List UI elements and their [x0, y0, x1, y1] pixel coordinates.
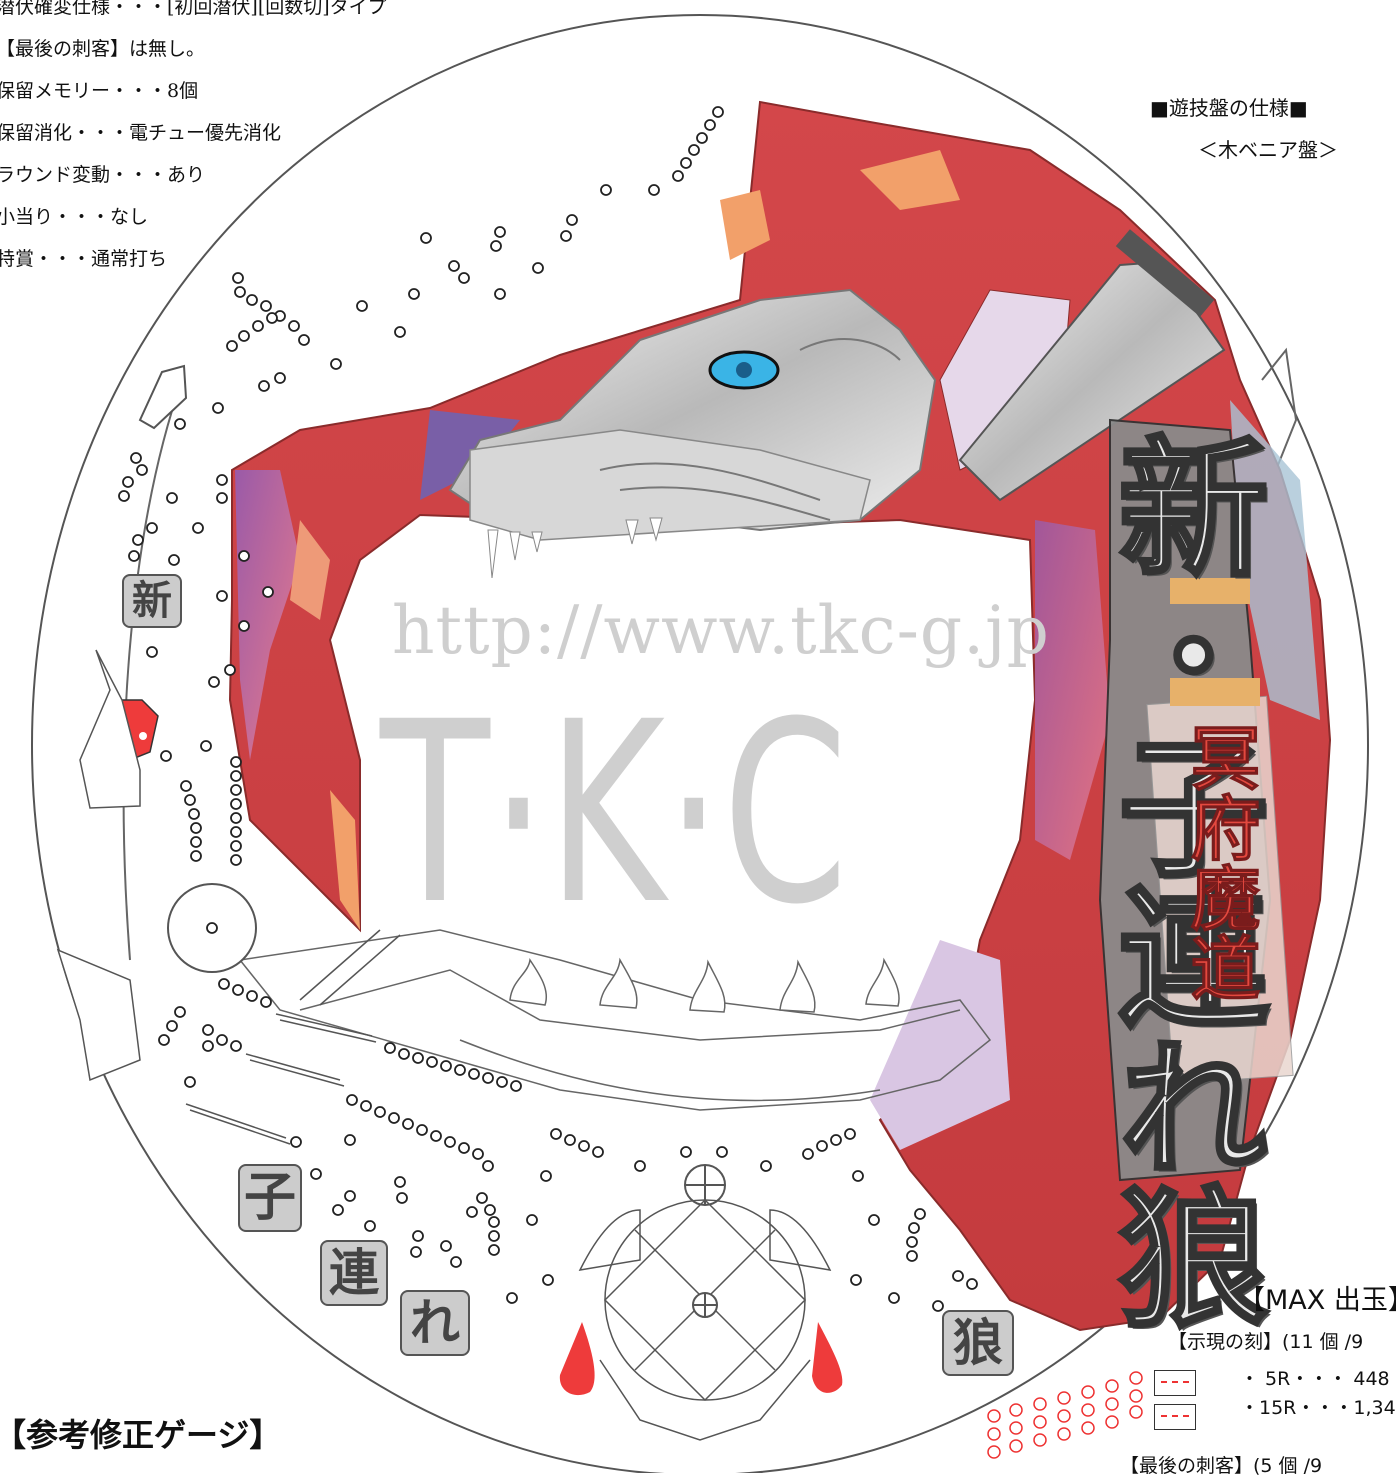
watermark-logo: T·K·C	[380, 668, 849, 959]
game-sub-logo-text: 冥府魔道	[1179, 722, 1263, 1003]
payout-jigen: 【示現の刻】(11 個 /9	[1168, 1331, 1364, 1353]
board-spec-subtitle: ＜木ベニア盤＞	[1198, 138, 1338, 162]
orange-flame-3	[290, 520, 330, 620]
watermark-url: http://www.tkc-g.jp	[392, 592, 1050, 669]
orange-flame-1	[720, 190, 770, 260]
spec-line-consume: 保留消化・・・電チュー優先消化	[0, 122, 282, 144]
board-outline	[31, 14, 1369, 1473]
attacker-device	[578, 1198, 832, 1441]
gauge-box-15r	[1154, 1404, 1196, 1430]
stage-floor	[299, 969, 961, 1041]
dragon-tooth-3	[531, 531, 543, 553]
spec-line-memory: 保留メモリー・・・8個	[0, 80, 199, 102]
game-sub-logo: 冥府魔道	[1179, 722, 1263, 1003]
lower-left-outlane	[56, 948, 141, 1082]
board-spec-title: ■遊技盤の仕様■	[1150, 96, 1308, 120]
spec-line-type: 潜伏確変仕様・・・[初回潜伏][回数切]タイプ	[0, 0, 387, 18]
logo-bar-gold-2	[1170, 678, 1260, 706]
dragon-tooth-1	[487, 529, 499, 579]
ball-rails	[185, 929, 401, 1145]
tile-re: れ	[400, 1290, 470, 1356]
guide-rail-right	[1261, 347, 1298, 471]
gauge-legend-pins	[987, 1371, 1143, 1459]
red-drop-left	[559, 1322, 595, 1396]
light-blue-patch	[1230, 400, 1320, 720]
spec-line-saigo: 【最後の刺客】は無し。	[0, 38, 206, 60]
tile-ren: 連	[320, 1240, 388, 1306]
stage-outline	[238, 929, 992, 1111]
orange-flame-2	[860, 150, 960, 210]
tile-ko: 子	[238, 1164, 302, 1232]
sword-guard	[1115, 229, 1215, 317]
guide-rail-left	[122, 379, 183, 961]
orange-flame-4	[330, 790, 360, 930]
spec-line-koatari: 小当り・・・なし	[0, 206, 149, 228]
game-logo-text: 新・子連れ狼	[1091, 428, 1271, 1332]
stage-flame-decorations	[509, 957, 900, 1013]
game-logo: 新・子連れ狼	[1091, 428, 1271, 1332]
tile-okami: 狼	[942, 1310, 1014, 1376]
max-payout-title: 【MAX 出玉】	[1238, 1285, 1396, 1316]
dragon-tooth-5	[649, 517, 663, 542]
dragon-pupil	[736, 362, 752, 378]
spec-line-round: ラウンド変動・・・あり	[0, 164, 206, 186]
left-upper-part	[138, 364, 188, 430]
logo-bar-gold-1	[1170, 578, 1250, 604]
gauge-title: 【参考修正ゲージ】	[0, 1416, 282, 1454]
dragon-jaw	[469, 429, 871, 541]
lavender-patch-2	[870, 940, 1010, 1150]
gauge-box-5r	[1154, 1370, 1196, 1396]
dragon-tooth-4	[625, 519, 639, 545]
dragon-tooth-2	[509, 531, 521, 561]
payout-15r: ・15R・・・1,345	[1240, 1397, 1396, 1419]
nail-pins	[118, 106, 978, 1312]
tile-shin: 新	[122, 574, 182, 628]
spec-line-tokusho: 特賞・・・通常打ち	[0, 248, 168, 270]
dragon-whiskers	[599, 338, 901, 521]
red-drop-right	[812, 1322, 843, 1393]
payout-5r: ・ 5R・・・ 448	[1240, 1368, 1390, 1390]
purple-highlight-left	[235, 470, 300, 760]
stage-inner	[459, 1039, 881, 1102]
purple-highlight-right	[1035, 520, 1110, 860]
payout-saigo: 【最後の刺客】(5 個 /9	[1120, 1455, 1323, 1477]
left-side-ornament	[79, 649, 141, 809]
